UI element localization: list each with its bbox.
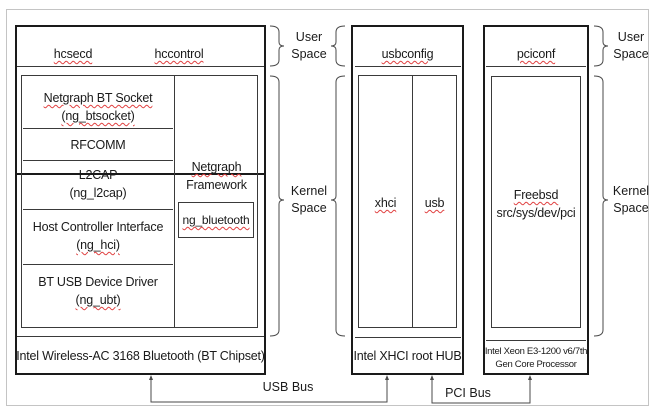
bt-hardware-divider — [16, 336, 265, 337]
layer-ng-l2cap-name: L2CAP — [78, 168, 118, 182]
usb-stack-box — [351, 25, 464, 375]
pciconf-text: pciconf — [516, 47, 556, 61]
pci-bus-line — [431, 378, 531, 404]
brace-user-usb — [330, 25, 346, 67]
ng-bluetooth-box: ng_bluetooth — [178, 202, 254, 238]
arrowhead-bt — [149, 375, 153, 380]
layer-ng-l2cap: L2CAP (ng_l2cap) — [22, 166, 174, 202]
usb-text: usb — [424, 196, 445, 210]
layer-ng-ubt-module: (ng_ubt) — [75, 293, 121, 307]
ng-bluetooth-text: ng_bluetooth — [182, 213, 250, 227]
layer-ng-hci: Host Controller Interface (ng_hci) — [22, 218, 174, 254]
freebsd-text: Freebsd — [513, 188, 559, 202]
netgraph-framework-label: Netgraph Framework — [175, 158, 258, 194]
arrowhead-pci — [528, 375, 532, 380]
usbconfig-text: usbconfig — [381, 47, 434, 61]
hcsecd-text: hcsecd — [53, 47, 93, 61]
usb-module-divider — [412, 75, 413, 328]
brace-kernel-pci — [593, 75, 609, 337]
usb-user-kernel-divider — [355, 66, 461, 67]
xeon-line1: Intel Xeon E3-1200 v6/7th — [484, 346, 588, 357]
layer-rfcomm: RFCOMM — [70, 138, 126, 152]
usb-bus-line — [150, 378, 388, 403]
layer-ng-hci-name: Host Controller Interface — [32, 220, 164, 234]
bt-kernel-box — [21, 75, 258, 328]
brace-kernel-bt — [269, 75, 285, 337]
pci-kernel-box — [491, 76, 581, 328]
layer-divider — [23, 209, 173, 210]
bt-chipset-label: Intel Wireless-AC 3168 Bluetooth (BT Chi… — [16, 349, 265, 363]
user-space-label-2: User Space — [613, 30, 649, 61]
netgraph-framework-line1: Netgraph — [191, 160, 242, 174]
layer-ng-btsocket-module: (ng_btsocket) — [61, 109, 135, 123]
brace-user-pci — [593, 25, 609, 67]
kernel-space-label-1: Kernel Space — [290, 184, 328, 215]
layer-ng-btsocket: Netgraph BT Socket (ng_btsocket) — [22, 89, 174, 125]
hccontrol-text: hccontrol — [154, 47, 204, 61]
pci-stack-box — [483, 25, 589, 375]
layer-divider — [23, 160, 173, 161]
pciconf-label: pciconf — [484, 45, 588, 63]
bt-framework-divider — [174, 75, 175, 328]
pci-bus-label: PCI Bus — [445, 386, 491, 400]
brace-user-bt — [269, 25, 285, 67]
layer-divider — [23, 128, 173, 129]
xhci-label: xhci — [359, 194, 412, 212]
netgraph-framework-line2: Framework — [186, 178, 247, 192]
usb-kernel-box — [358, 75, 457, 328]
xeon-processor-label: Intel Xeon E3-1200 v6/7th Gen Core Proce… — [484, 345, 588, 371]
arrowhead-usb-hub — [385, 375, 389, 380]
user-space-label-1: User Space — [291, 30, 327, 61]
layer-divider — [23, 264, 173, 265]
hccontrol-label: hccontrol — [148, 45, 210, 63]
xeon-line2: Gen Core Processor — [495, 359, 577, 370]
xhci-root-hub-label: Intel XHCI root HUB — [353, 349, 462, 363]
xhci-text: xhci — [374, 196, 397, 210]
usb-label: usb — [413, 194, 456, 212]
kernel-space-label-2: Kernel Space — [612, 184, 650, 215]
usb-bus-label: USB Bus — [262, 380, 314, 394]
pci-user-kernel-divider — [486, 66, 586, 67]
bt-stack-outline — [15, 25, 266, 375]
layer-ng-btsocket-name: Netgraph BT Socket — [43, 91, 153, 105]
bt-user-kernel-divider — [16, 66, 265, 67]
arrowhead-usb-hub-pci — [430, 375, 434, 380]
pci-source-path: src/sys/dev/pci — [496, 206, 576, 220]
layer-ng-hci-module: (ng_hci) — [76, 238, 120, 252]
freebsd-pci-label: Freebsd src/sys/dev/pci — [484, 186, 588, 222]
layer-ng-l2cap-module: (ng_l2cap) — [69, 186, 127, 200]
diagram-frame — [6, 9, 649, 406]
layer-ng-ubt-name: BT USB Device Driver — [38, 275, 158, 289]
usbconfig-label: usbconfig — [352, 45, 463, 63]
hcsecd-label: hcsecd — [48, 45, 98, 63]
brace-kernel-usb — [330, 75, 346, 337]
usb-hardware-divider — [355, 337, 461, 338]
layer-ng-ubt: BT USB Device Driver (ng_ubt) — [22, 273, 174, 309]
pci-hardware-divider — [486, 340, 586, 341]
